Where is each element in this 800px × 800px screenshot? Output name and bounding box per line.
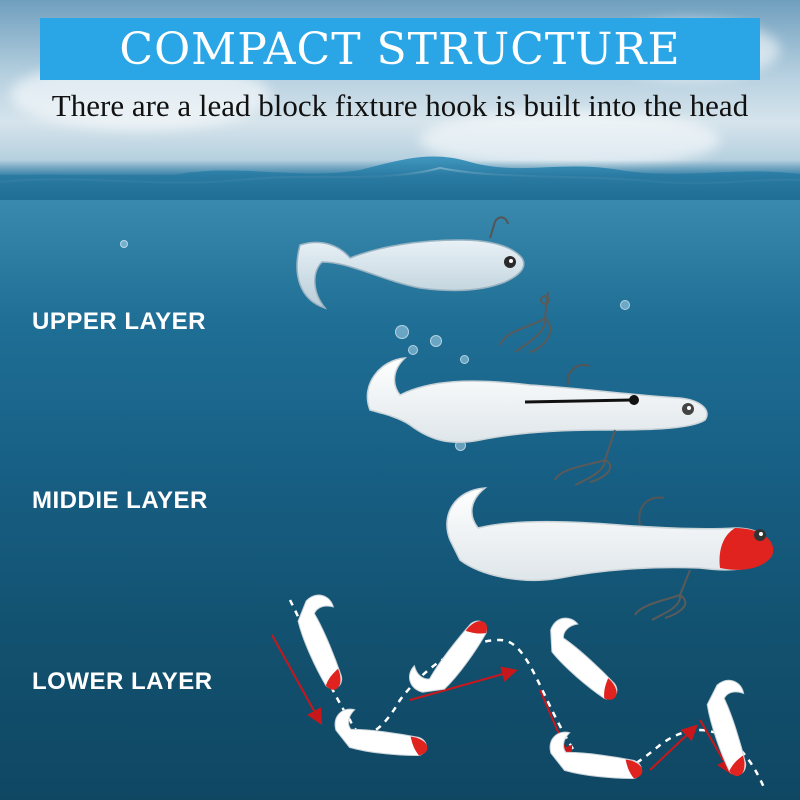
lower-layer-label: LOWER LAYER <box>32 668 213 695</box>
direction-arrow <box>409 666 518 701</box>
small-lure <box>550 617 618 700</box>
title-banner: COMPACT STRUCTURE <box>40 18 760 80</box>
water-upper-band <box>0 160 800 200</box>
bubble <box>120 240 128 248</box>
title-text: COMPACT STRUCTURE <box>119 23 681 75</box>
small-lure <box>549 731 643 779</box>
direction-arrow <box>699 719 733 775</box>
swim-path <box>288 599 767 791</box>
small-lure <box>408 620 488 693</box>
bubble <box>460 355 469 364</box>
small-lure <box>334 708 428 756</box>
direction-arrow <box>649 724 698 771</box>
subtitle: There are a lead block fixture hook is b… <box>51 88 749 123</box>
bubble <box>408 345 418 355</box>
bubble <box>620 300 630 310</box>
upper-layer-lure <box>296 216 552 353</box>
lower-red-head-lure <box>446 487 774 621</box>
upper-layer-label: UPPER LAYER <box>32 308 206 335</box>
direction-arrow <box>271 634 322 725</box>
bubble <box>395 325 409 339</box>
bubble <box>430 335 442 347</box>
small-lure <box>706 679 747 776</box>
middle-layer-lure <box>366 357 708 486</box>
small-lure <box>297 594 343 690</box>
middle-layer-label: MIDDIE LAYER <box>32 487 208 514</box>
